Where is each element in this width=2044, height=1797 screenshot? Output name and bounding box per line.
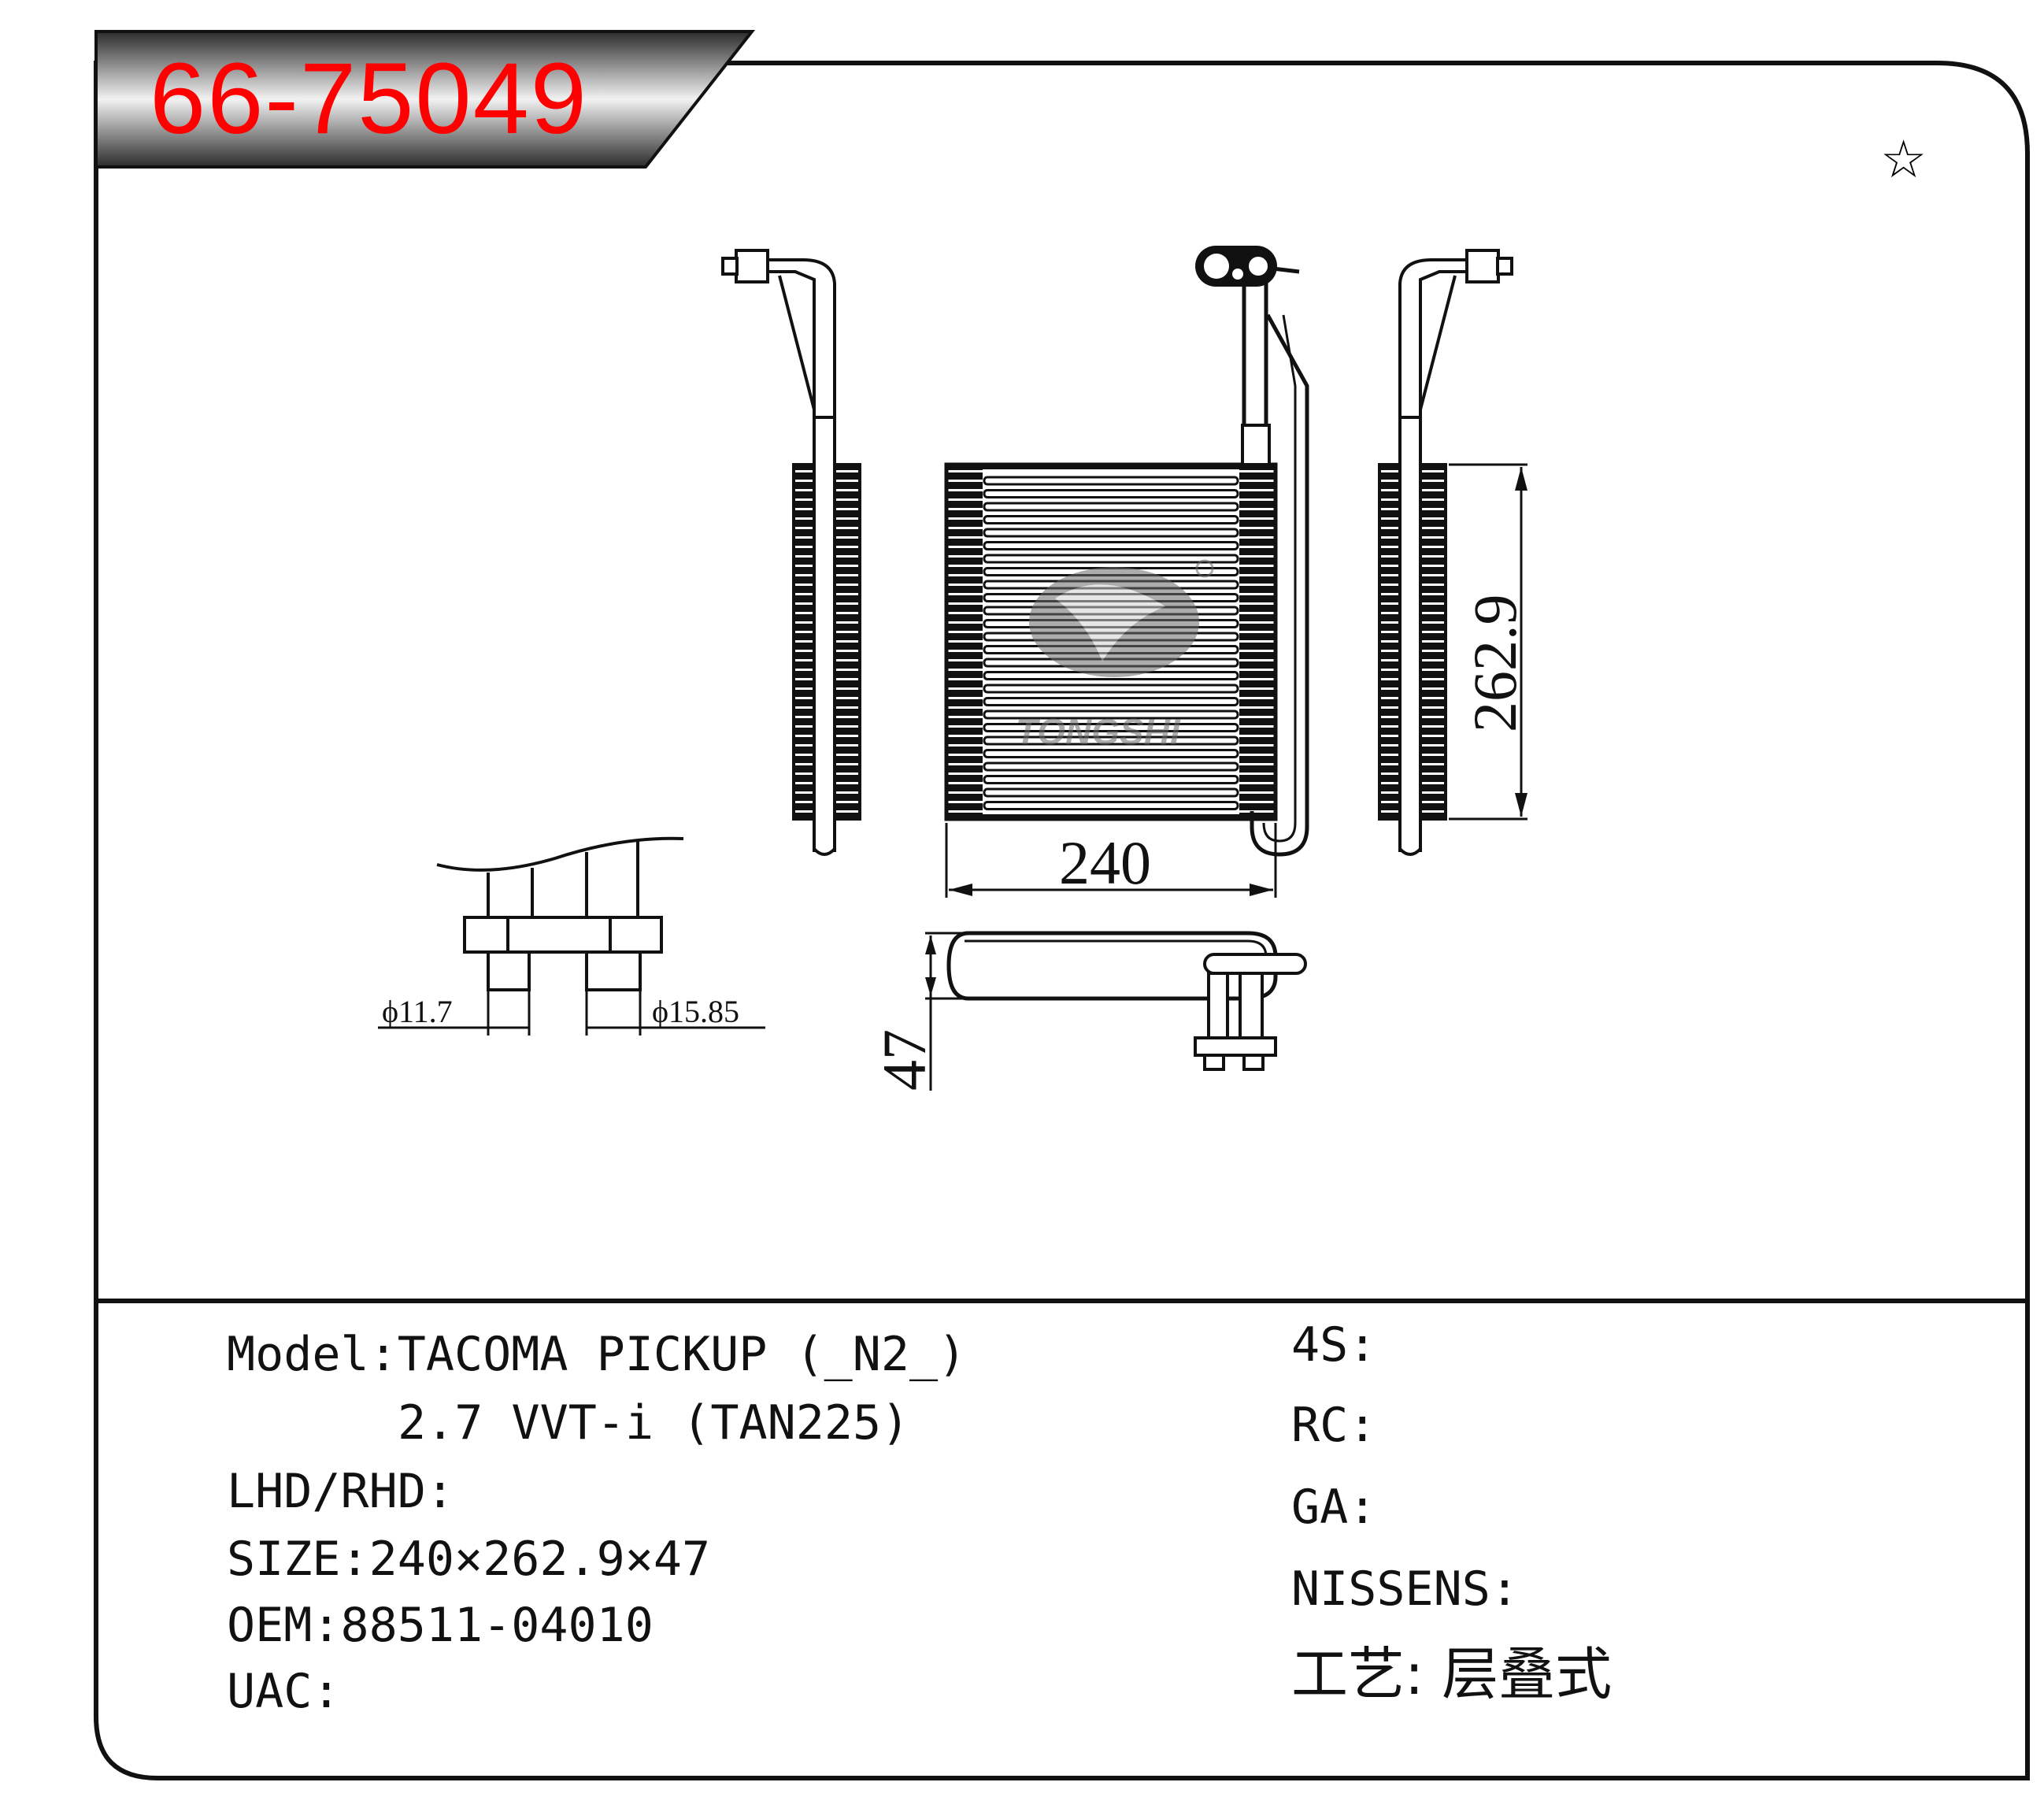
core-tube bbox=[983, 515, 1239, 524]
left-side-view bbox=[721, 249, 861, 856]
core-tube bbox=[983, 697, 1239, 706]
core-tube bbox=[983, 554, 1239, 564]
core-tube bbox=[983, 761, 1239, 772]
core-tube bbox=[983, 749, 1239, 758]
spec-lhd-rhd: LHD/RHD: bbox=[227, 1464, 454, 1519]
watermark-text: TONGSHI bbox=[1016, 711, 1181, 752]
core-tube bbox=[983, 684, 1239, 694]
core-tube bbox=[983, 723, 1239, 732]
ref-ga: GA: bbox=[1291, 1480, 1377, 1535]
ref-rc: RC: bbox=[1291, 1398, 1377, 1453]
spec-size: SIZE:240×262.9×47 bbox=[227, 1532, 711, 1587]
part-number-banner bbox=[94, 30, 756, 169]
core-tube bbox=[983, 710, 1239, 720]
core-tube bbox=[983, 541, 1239, 550]
part-number: 66-75049 bbox=[150, 43, 588, 155]
core-tube bbox=[983, 801, 1239, 810]
core-tube bbox=[983, 735, 1239, 746]
outlet-pipe bbox=[1213, 265, 1246, 465]
sheet-border bbox=[94, 61, 2030, 1780]
tongshi-logo-icon: TONGSHI bbox=[1016, 559, 1214, 752]
core-front-view: TONGSHI 240 bbox=[944, 246, 1309, 898]
right-side-view: 262.9 bbox=[1378, 249, 1529, 856]
core-tube bbox=[983, 775, 1239, 784]
core-tube bbox=[983, 787, 1239, 798]
return-pipe bbox=[1250, 313, 1309, 857]
core-tube bbox=[983, 502, 1239, 512]
width-dimension: 240 bbox=[1059, 828, 1151, 897]
core-tube bbox=[983, 528, 1239, 538]
core-tube bbox=[983, 489, 1239, 498]
height-dimension: 262.9 bbox=[1461, 595, 1529, 733]
ref-4s: 4S: bbox=[1291, 1317, 1377, 1373]
spec-oem: OEM:88511-04010 bbox=[227, 1598, 654, 1653]
top-view: 47 bbox=[870, 931, 1307, 1091]
spec-uac: UAC: bbox=[227, 1664, 341, 1719]
fitting-detail: ϕ11.7 ϕ15.85 bbox=[378, 836, 765, 1036]
depth-dimension: 47 bbox=[870, 1029, 939, 1091]
core-tube bbox=[983, 476, 1239, 486]
ref-nissens: NISSENS: bbox=[1291, 1562, 1519, 1617]
spec-engine: 2.7 VVT-i (TAN225) bbox=[398, 1395, 910, 1451]
ref-process: 工艺: 层叠式 bbox=[1291, 1641, 1613, 1707]
pipe-diameter-small: ϕ11.7 bbox=[382, 994, 453, 1029]
spec-model: Model:TACOMA PICKUP (_N2_) bbox=[227, 1327, 967, 1382]
pipe-diameter-large: ϕ15.85 bbox=[652, 994, 739, 1029]
star-outline-icon: ☆ bbox=[1880, 129, 1927, 190]
